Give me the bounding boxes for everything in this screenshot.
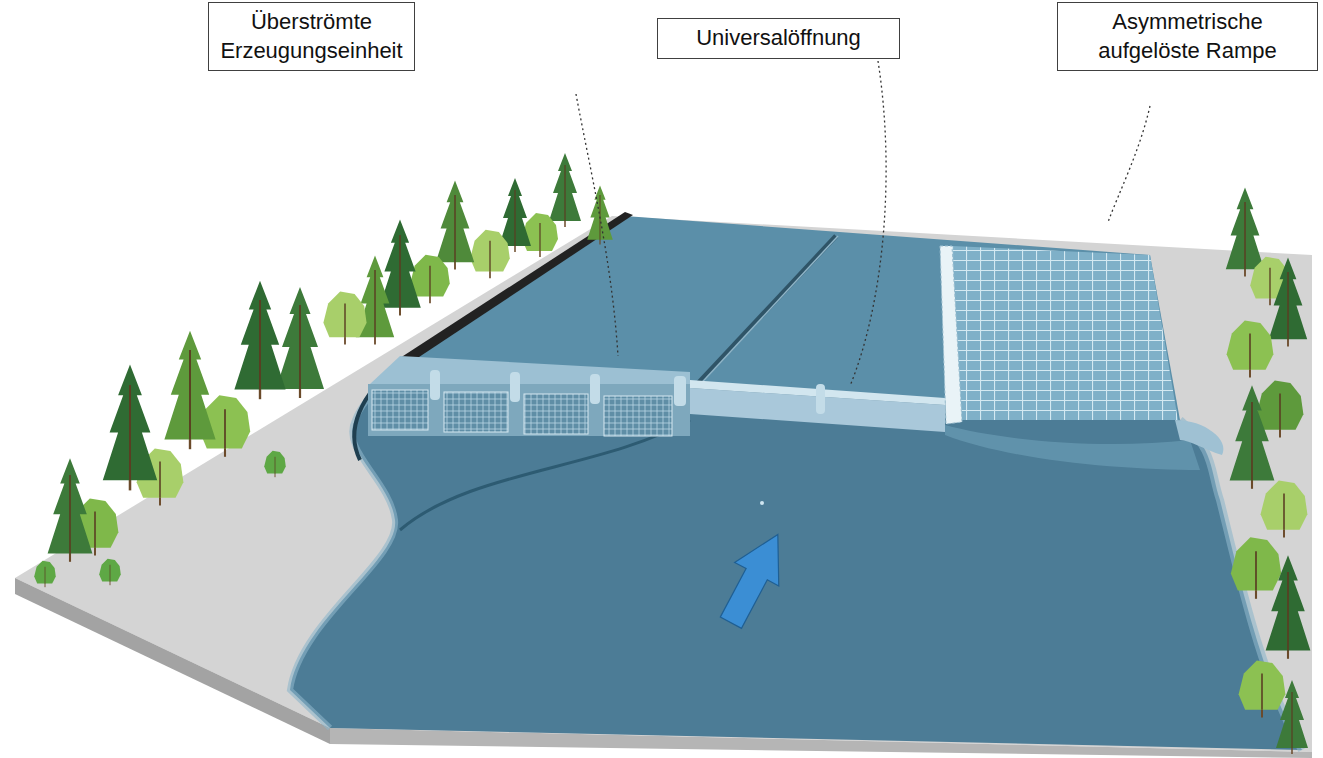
tree (103, 365, 157, 491)
tree (470, 230, 510, 278)
tree (48, 458, 93, 562)
bush (264, 451, 286, 477)
flow-arrow (709, 523, 800, 635)
land-edge (15, 578, 330, 744)
callout-label: Asymmetrische aufgelöste Rampe (1068, 8, 1307, 65)
ramp-edge (940, 246, 962, 424)
pier-wall (693, 236, 838, 392)
callout-box: Asymmetrische aufgelöste Rampe (1057, 2, 1318, 71)
tailwater (290, 362, 1302, 750)
tree (549, 153, 581, 227)
tree (1226, 188, 1264, 277)
reservoir (400, 216, 1180, 420)
pier (590, 374, 600, 404)
ramp (952, 246, 1178, 420)
tree (1276, 680, 1308, 754)
callout-box: Universalöffnung (657, 18, 900, 59)
pier-wall (690, 236, 836, 392)
tree (1266, 555, 1311, 659)
turbine-unit (524, 394, 588, 434)
abutment (1175, 420, 1224, 455)
leader-line (850, 61, 886, 386)
leader-line (1108, 106, 1150, 222)
powerhouse-front (368, 384, 690, 436)
land (15, 216, 1312, 752)
pier (816, 384, 825, 414)
tree (1230, 385, 1275, 489)
turbine-unit (372, 390, 428, 430)
tree (276, 287, 324, 398)
pier (510, 372, 520, 402)
callout-label: Überströmte Erzeugungseinheit (219, 8, 404, 65)
tree (164, 331, 215, 449)
tree-group (34, 153, 613, 587)
bush (99, 559, 121, 585)
tree (1231, 537, 1281, 599)
turbine-unit (604, 396, 672, 436)
callout-box: Überströmte Erzeugungseinheit (208, 2, 415, 71)
tree (1239, 660, 1286, 717)
callout-label: Universalöffnung (668, 24, 889, 53)
tree (436, 181, 474, 270)
pier (674, 376, 686, 406)
tree (234, 281, 285, 399)
leader-line (576, 94, 618, 356)
tree-group (1226, 188, 1311, 754)
tree (1269, 258, 1307, 347)
turbine-unit (444, 392, 508, 432)
pier (430, 370, 440, 400)
tree (587, 185, 613, 244)
tree (1227, 320, 1274, 377)
tree (1261, 480, 1308, 537)
bush (34, 561, 56, 587)
tree (323, 292, 366, 345)
ramp-outflow (945, 425, 1200, 470)
water-spot (760, 501, 764, 505)
